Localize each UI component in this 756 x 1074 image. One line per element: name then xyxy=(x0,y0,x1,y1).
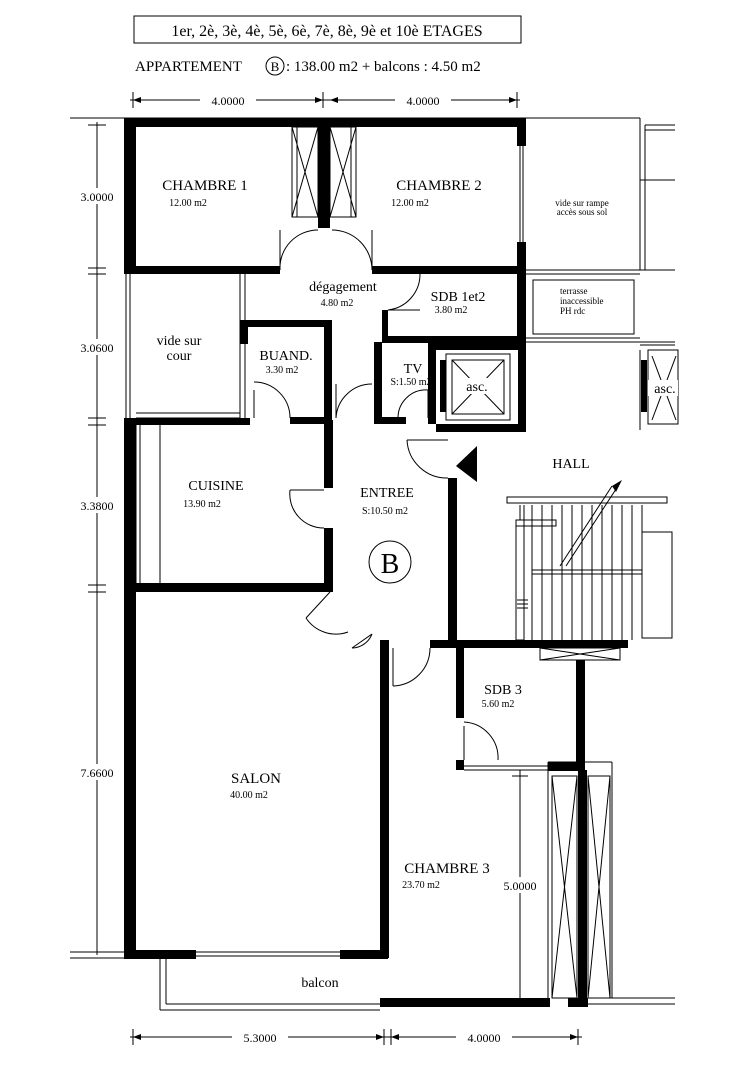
dim-left-3: 3.3800 xyxy=(81,499,114,513)
wardrobes xyxy=(291,126,621,999)
room-salon-area: 40.00 m2 xyxy=(230,790,268,801)
room-terrasse-line3: PH rdc xyxy=(560,306,585,316)
room-terrasse-line2: inaccessible xyxy=(560,296,603,306)
room-buand-name: BUAND. xyxy=(259,349,312,364)
room-chambre3-name: CHAMBRE 3 xyxy=(404,861,489,877)
room-vide-rampe-line2: accès sous sol xyxy=(557,207,608,217)
room-terrasse-line1: terrasse xyxy=(560,286,587,296)
dim-top-2: 4.0000 xyxy=(407,94,440,108)
dim-top-1: 4.0000 xyxy=(212,94,245,108)
room-chambre2-area: 12.00 m2 xyxy=(391,198,429,209)
room-entree-name: ENTREE xyxy=(360,486,414,501)
dim-bottom-1: 5.3000 xyxy=(244,1031,277,1045)
room-tv-area: S:1.50 m2 xyxy=(390,377,431,388)
room-buand-area: 3.30 m2 xyxy=(266,365,299,376)
walls xyxy=(124,118,628,1007)
apartment-area: : 138.00 m2 + balcons : 4.50 m2 xyxy=(286,59,481,75)
room-chambre3-area: 23.70 m2 xyxy=(402,880,440,891)
unit-marker-circle xyxy=(368,540,412,584)
room-vide-rampe-line1: vide sur rampe xyxy=(555,198,608,208)
apartment-prefix: APPARTEMENT xyxy=(135,59,242,75)
room-sdb3-area: 5.60 m2 xyxy=(482,699,515,710)
dim-bottom-2: 4.0000 xyxy=(468,1031,501,1045)
room-sdb3-name: SDB 3 xyxy=(484,683,522,698)
room-asc2-name: asc. xyxy=(654,382,675,397)
room-asc1-name: asc. xyxy=(466,380,487,395)
room-cuisine-name: CUISINE xyxy=(188,479,243,494)
doors xyxy=(253,229,499,761)
room-vide-cour-line2: cour xyxy=(167,349,192,364)
plan-title: 1er, 2è, 3è, 4è, 5è, 6è, 7è, 8è, 9è et 1… xyxy=(171,23,482,40)
title-box xyxy=(133,15,522,44)
room-vide-cour-line1: vide sur xyxy=(157,334,202,349)
room-sdb12-name: SDB 1et2 xyxy=(431,290,486,305)
room-chambre2-name: CHAMBRE 2 xyxy=(396,178,481,194)
room-balcon-name: balcon xyxy=(301,976,338,991)
stairs xyxy=(456,446,673,641)
apartment-letter-circle xyxy=(265,56,285,76)
room-degagement-name: dégagement xyxy=(309,280,377,295)
dimension-top xyxy=(130,92,520,108)
room-tv-name: TV xyxy=(404,362,423,377)
room-cuisine-area: 13.90 m2 xyxy=(183,499,221,510)
apartment-letter: B xyxy=(271,59,280,74)
room-chambre1-name: CHAMBRE 1 xyxy=(162,178,247,194)
dim-right-1: 5.0000 xyxy=(504,879,537,893)
unit-marker-letter: B xyxy=(381,549,400,580)
room-sdb12-area: 3.80 m2 xyxy=(435,305,468,316)
room-degagement-area: 4.80 m2 xyxy=(321,298,354,309)
room-entree-area: S:10.50 m2 xyxy=(362,506,408,517)
room-salon-name: SALON xyxy=(231,771,281,787)
room-chambre1-area: 12.00 m2 xyxy=(169,198,207,209)
dim-left-1: 3.0000 xyxy=(81,190,114,204)
dim-left-4: 7.6600 xyxy=(81,766,114,780)
room-hall-name: HALL xyxy=(552,457,589,472)
dim-left-2: 3.0600 xyxy=(81,341,114,355)
windows xyxy=(125,146,675,1011)
dimension-bottom xyxy=(130,1029,582,1045)
dimension-left xyxy=(70,122,130,955)
